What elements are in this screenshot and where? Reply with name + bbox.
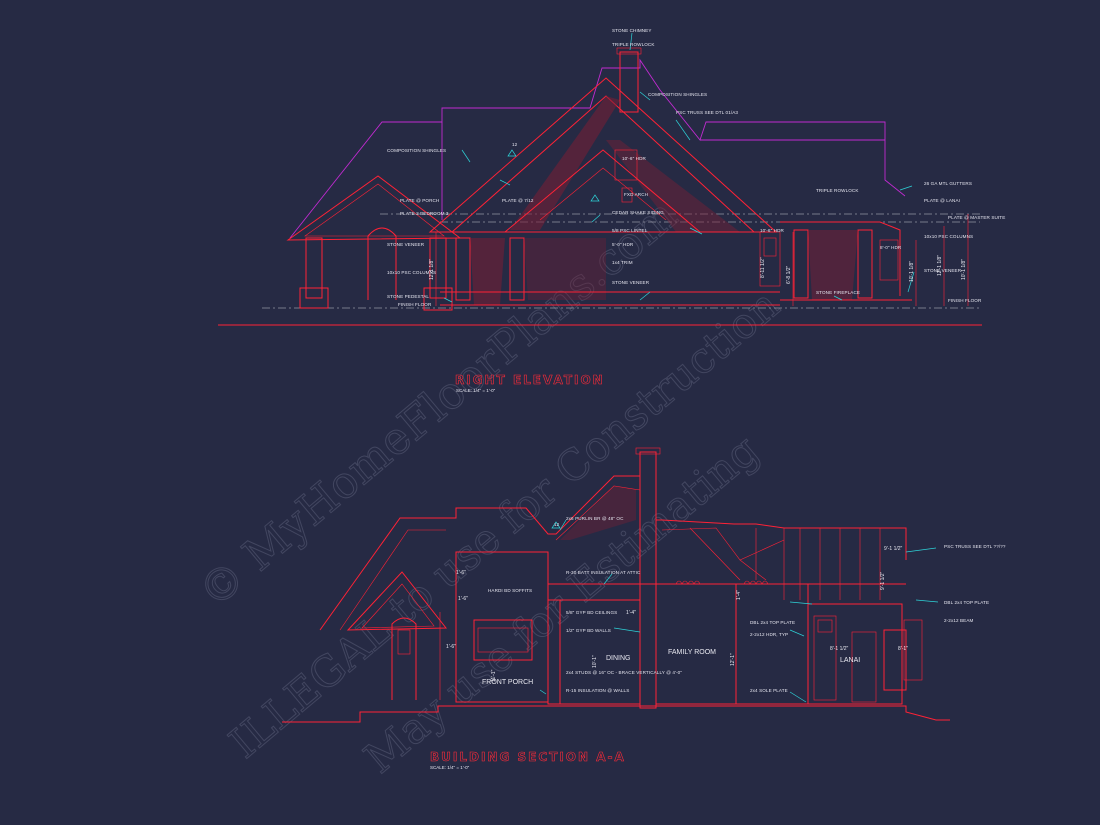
dim-elevation-4: 10'-1 1/8" (961, 259, 967, 280)
note-batt-walls: R-15 INSULATION @ WALLS (566, 688, 629, 693)
note-composition-shingles-left: COMPOSITION SHINGLES (387, 148, 446, 153)
room-lanai: LANAI (840, 657, 860, 664)
center-porch (440, 231, 781, 306)
note-psc-truss-section: PSC TRUSS SEE DTL ??/?? (944, 544, 1006, 549)
note-plate-master: PLATE @ MASTER SUITE (948, 215, 1005, 220)
note-cedar-shake: CEDAR SHAKE SIDING (612, 210, 664, 215)
note-stone-veneer-left: STONE VENEER (387, 242, 425, 247)
section-title: BUILDING SECTION A-A (430, 750, 626, 764)
note-hardi-soffits: HARDI BD SOFFITS (488, 588, 532, 593)
note-psc-columns-right: 10x10 PSC COLUMNS (924, 234, 973, 239)
note-section-pitch: 12 (554, 522, 560, 527)
note-sole-plate: 2x4 SOLE PLATE (750, 688, 788, 693)
note-hdr-right-2: 8'-0" HDR (880, 245, 902, 250)
dim-elevation-5: 10'-1 1/8" (909, 261, 915, 282)
dim-section-9: 1'-4" (736, 590, 742, 600)
note-finish-floor-left: FINISH FLOOR (398, 302, 432, 307)
right-wing (780, 221, 912, 301)
note-batt-attic: R-30 BATT INSULATION AT ATTIC (566, 570, 641, 575)
note-stone-chimney: STONE CHIMNEY (612, 28, 652, 33)
note-finish-floor-right: FINISH FLOOR (948, 298, 982, 303)
room-family-room: FAMILY ROOM (668, 649, 716, 656)
dim-section-10: 9'-1 1/2" (880, 571, 886, 590)
roof-outline (289, 58, 906, 239)
note-composition-shingles-right: COMPOSITION SHINGLES (648, 92, 707, 97)
note-psc-truss: PSC TRUSS SEE DTL 01/A3 (676, 110, 738, 115)
note-psc-columns-left: 10x10 PSC COLUMNS (387, 270, 436, 275)
note-fxd-arch: FXD ARCH (624, 192, 648, 197)
dim-section-11: 1'-6" (458, 596, 468, 602)
note-plate-712: PLATE @ 7/12 (502, 198, 534, 203)
leader-lines (443, 32, 915, 303)
right-elevation: STONE CHIMNEY TRIPLE ROWLOCK COMPOSITION… (218, 28, 1005, 393)
elevation-dimensions (435, 214, 969, 306)
note-plate-porch: PLATE @ PORCH (400, 198, 439, 203)
note-gyp-ceiling: 5/8" GYP BD CEILINGS (566, 610, 617, 615)
note-triple-rowlock: TRIPLE ROWLOCK (612, 42, 655, 47)
note-dbl-top-plate-right: DBL 2x4 TOP PLATE (944, 600, 989, 605)
main-gable (428, 47, 778, 233)
note-dbl-top-plate: DBL 2x4 TOP PLATE (750, 620, 795, 625)
note-hdr-mid: 5'-0" HDR (612, 242, 634, 247)
note-psc-lintel: 5/8 PSC LINTEL (612, 228, 648, 233)
section-chimney (635, 447, 661, 709)
elevation-scale: SCALE: 1/4" = 1'-0" (456, 388, 496, 393)
note-gyp-walls: 1/2" GYP BD WALLS (566, 628, 611, 633)
note-stone-fireplace: STONE FIREPLACE (816, 290, 860, 295)
dim-section-7: 12'-1" (730, 653, 736, 666)
dim-section-3: 1'-6" (456, 570, 466, 576)
section-leaders (539, 519, 939, 703)
note-hdr-right: 10'-6" HDR (760, 228, 785, 233)
note-studs: 2x4 STUDS @ 16" OC - BRACE VERTICALLY @ … (566, 670, 682, 675)
building-section: FRONT PORCH DINING FAMILY ROOM LANAI 2x6… (282, 447, 1006, 770)
dim-elevation-2: 6'-8 1/2" (786, 265, 792, 284)
note-triple-rowlock-right: TRIPLE ROWLOCK (816, 188, 859, 193)
note-plate-lanai: PLATE @ LANAI (924, 198, 960, 203)
dim-section-5: 11'-1" (491, 669, 497, 682)
dim-section-8: 8'-1 1/2" (830, 646, 849, 652)
section-porch-gable (346, 571, 448, 700)
dim-elevation-3: 12'-1 1/8" (937, 255, 943, 276)
note-pitch: 12 (512, 142, 518, 147)
room-front-porch: FRONT PORCH (482, 679, 533, 686)
note-hdr-typ: 2-2x12 HDR, TYP (750, 632, 788, 637)
section-scale: SCALE: 1/4" = 1'-0" (430, 765, 470, 770)
note-trim: 1x4 TRIM (612, 260, 633, 265)
dim-section-4: 1'-6" (446, 644, 456, 650)
note-stone-pedestal: STONE PEDESTAL (387, 294, 429, 299)
note-stone-veneer-right: STONE VENEER (924, 268, 962, 273)
section-ground-line (282, 705, 950, 723)
dim-section-1: 9'-1 1/2" (884, 546, 903, 552)
note-plate-bedroom: PLATE 2 BEDROOM 3 (400, 211, 449, 216)
dim-elevation-6: 8'-11 1/2" (760, 257, 766, 278)
dim-elevation-1: 12'-1 1/8" (429, 259, 435, 280)
dim-section-6: 10'-1" (592, 655, 598, 668)
section-walls (439, 551, 923, 705)
elevation-title: RIGHT ELEVATION (455, 373, 605, 387)
note-stone-veneer-center: STONE VENEER (612, 280, 650, 285)
dim-section-2: 1'-4" (626, 610, 636, 616)
left-porch-gable (286, 175, 462, 311)
note-hdr-top: 10'-6" HDR (622, 156, 647, 161)
note-beam: 2-2x12 BEAM (944, 618, 974, 623)
note-gutters: 26 GA MTL GUTTERS (924, 181, 972, 186)
note-purlin: 2x6 PURLIN BR @ 48" OC (566, 516, 624, 521)
dim-section-12: 8'-1" (898, 646, 908, 652)
room-dining: DINING (606, 655, 631, 662)
